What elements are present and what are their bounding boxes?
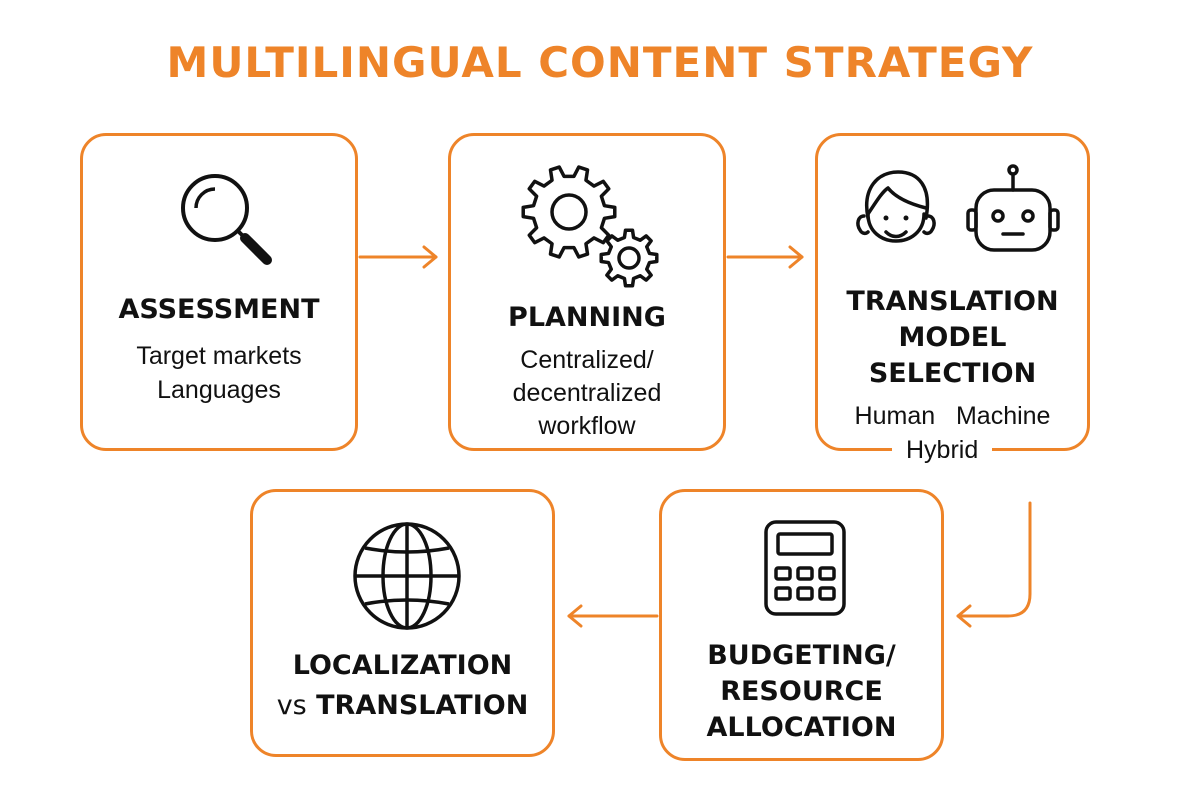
robot-icon — [966, 164, 1060, 252]
step-translation-model-selection: TRANSLATION MODEL SELECTION Human Machin… — [815, 133, 1090, 467]
arrow-planning-to-selection — [726, 245, 804, 269]
step-heading: LOCALIZATION — [292, 650, 513, 681]
option-machine: Machine — [955, 402, 1051, 430]
globe-icon — [353, 522, 461, 630]
calculator-icon — [764, 520, 846, 616]
step-budgeting: BUDGETING/ RESOURCE ALLOCATION — [659, 489, 944, 761]
step-heading: SELECTION — [868, 358, 1037, 389]
small-gear-icon — [599, 228, 659, 288]
step-heading: ASSESSMENT — [118, 294, 320, 325]
human-and-robot-icon — [856, 164, 1060, 252]
arrow-assessment-to-planning — [358, 245, 438, 269]
step-heading: ALLOCATION — [706, 712, 897, 743]
gears-icon — [521, 165, 659, 288]
step-heading: RESOURCE — [720, 676, 883, 707]
large-gear-icon — [521, 165, 617, 259]
step-heading: BUDGETING/ — [707, 640, 896, 671]
magnifying-glass-icon — [181, 174, 272, 265]
arrow-budgeting-to-localization — [567, 604, 659, 628]
option-hybrid-row: Hybrid — [892, 434, 993, 467]
step-detail: Target markets — [136, 342, 302, 370]
arrow-selection-to-budgeting — [956, 501, 1032, 628]
model-options-row: Human Machine — [818, 400, 1087, 433]
vs-connector: vs — [276, 690, 307, 721]
step-heading: PLANNING — [508, 302, 666, 333]
step-assessment: ASSESSMENT Target markets Languages — [80, 133, 358, 451]
step-planning: PLANNING Centralized/ decentralized work… — [448, 133, 726, 451]
page-title: MULTILINGUAL CONTENT STRATEGY — [166, 38, 1034, 87]
option-hybrid: Hybrid — [906, 436, 979, 464]
translation-word: TRANSLATION — [316, 690, 529, 721]
step-localization: LOCALIZATION vs TRANSLATION — [250, 489, 555, 757]
step-heading-line: vs TRANSLATION — [253, 688, 552, 724]
step-detail: decentralized — [512, 379, 662, 407]
step-detail: Centralized/ — [520, 346, 654, 374]
option-human: Human — [854, 402, 936, 430]
step-heading: TRANSLATION — [846, 286, 1059, 317]
step-detail: Languages — [157, 376, 281, 404]
step-detail: workflow — [538, 412, 636, 440]
human-face-icon — [856, 170, 936, 243]
step-heading: MODEL — [898, 322, 1007, 353]
